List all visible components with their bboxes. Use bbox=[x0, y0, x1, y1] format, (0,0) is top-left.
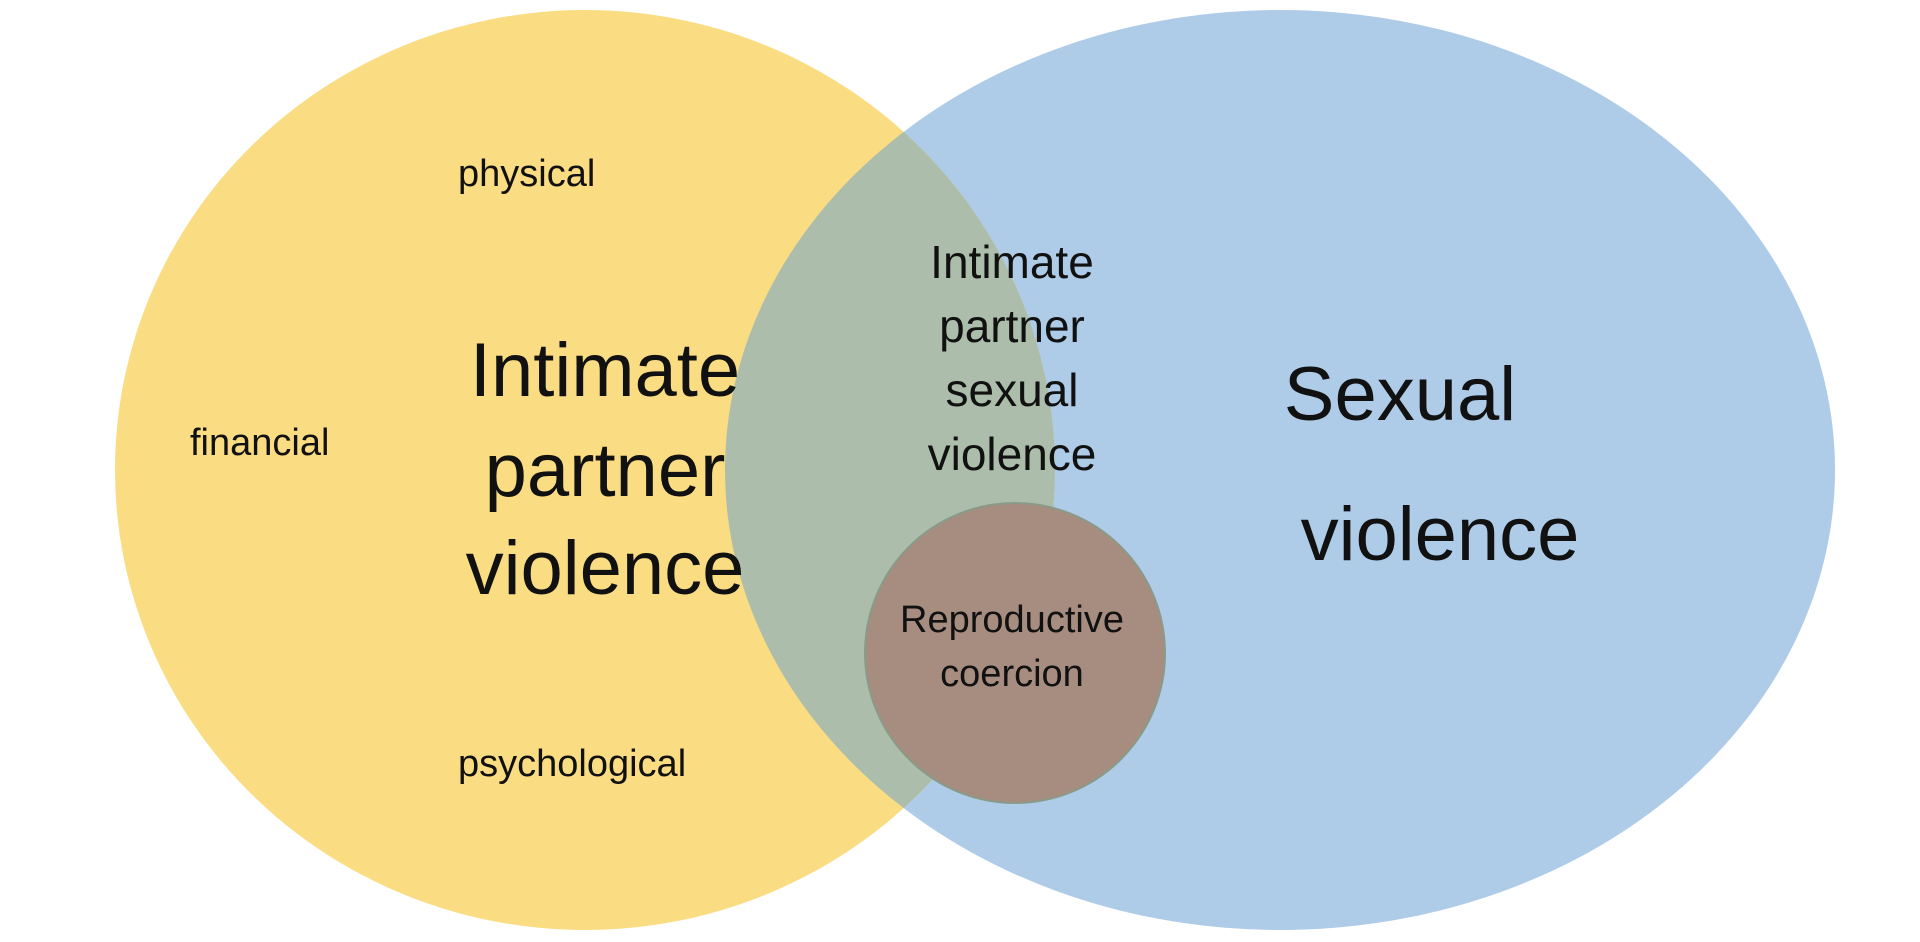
reproductive-coercion-circle bbox=[864, 502, 1166, 804]
ipv-type-physical: physical bbox=[458, 153, 595, 195]
ipv-type-financial: financial bbox=[190, 422, 329, 464]
overlap-label-line3: sexual bbox=[946, 364, 1079, 416]
overlap-label-line4: violence bbox=[928, 428, 1097, 480]
overlap-label-line2: partner bbox=[939, 300, 1085, 352]
ipv-title-line2: partner bbox=[485, 428, 726, 513]
coercion-label-line1: Reproductive bbox=[900, 599, 1124, 641]
ipv-title-line3: violence bbox=[466, 526, 745, 611]
coercion-label-line2: coercion bbox=[940, 653, 1084, 695]
ipv-type-psychological: psychological bbox=[458, 743, 686, 785]
overlap-label-line1: Intimate bbox=[930, 236, 1094, 288]
ipv-title-line1: Intimate bbox=[470, 328, 740, 413]
sv-title-line2: violence bbox=[1301, 492, 1580, 577]
sv-title-line1: Sexual bbox=[1284, 352, 1516, 437]
